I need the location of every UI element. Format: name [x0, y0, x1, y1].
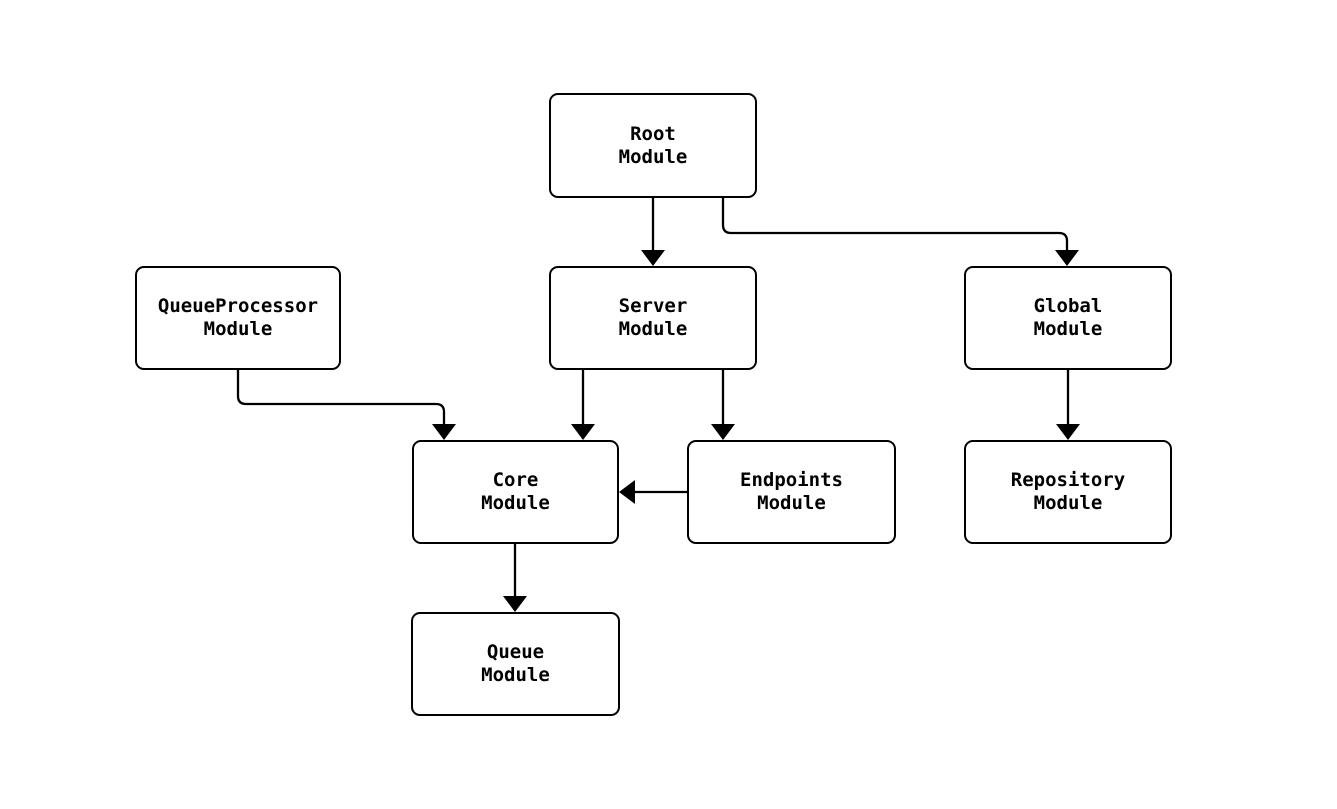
node-core-module-label: Core Module: [481, 469, 550, 514]
edge-server-to-core: [571, 370, 595, 440]
node-repository-module-label: Repository Module: [1010, 469, 1126, 514]
node-global-module-label: Global Module: [1033, 295, 1103, 340]
arrowhead-left-icon: [619, 480, 635, 504]
node-root-module-label: Root Module: [618, 122, 688, 168]
arrowhead-down-icon: [571, 424, 595, 440]
node-server-module-label: Server Module: [618, 295, 688, 340]
node-queueprocessor-module: QueueProcessor Module: [135, 266, 341, 370]
arrowhead-down-icon: [503, 596, 527, 612]
node-queueprocessor-module-label: QueueProcessor Module: [157, 295, 319, 340]
node-core-module: Core Module: [412, 440, 619, 544]
arrowhead-down-icon: [1056, 424, 1080, 440]
node-endpoints-module-label: Endpoints Module: [740, 469, 843, 514]
edge-endpoints-to-core: [619, 480, 687, 504]
arrowhead-down-icon: [1055, 250, 1079, 266]
node-queue-module: Queue Module: [411, 612, 620, 716]
node-repository-module: Repository Module: [964, 440, 1172, 544]
node-global-module: Global Module: [964, 266, 1172, 370]
edge-core-to-queue: [503, 544, 527, 612]
edge-server-to-endpoints: [711, 370, 735, 440]
edge-root-to-global: [721, 198, 1079, 266]
arrowhead-down-icon: [711, 424, 735, 440]
node-queue-module-label: Queue Module: [481, 641, 550, 686]
node-endpoints-module: Endpoints Module: [687, 440, 896, 544]
edge-queueprocessor-to-core: [236, 370, 456, 440]
node-server-module: Server Module: [549, 266, 757, 370]
node-root-module: Root Module: [549, 93, 757, 198]
edge-root-to-server: [641, 198, 665, 266]
edge-global-to-repository: [1056, 370, 1080, 440]
arrowhead-down-icon: [641, 250, 665, 266]
arrowhead-down-icon: [432, 424, 456, 440]
